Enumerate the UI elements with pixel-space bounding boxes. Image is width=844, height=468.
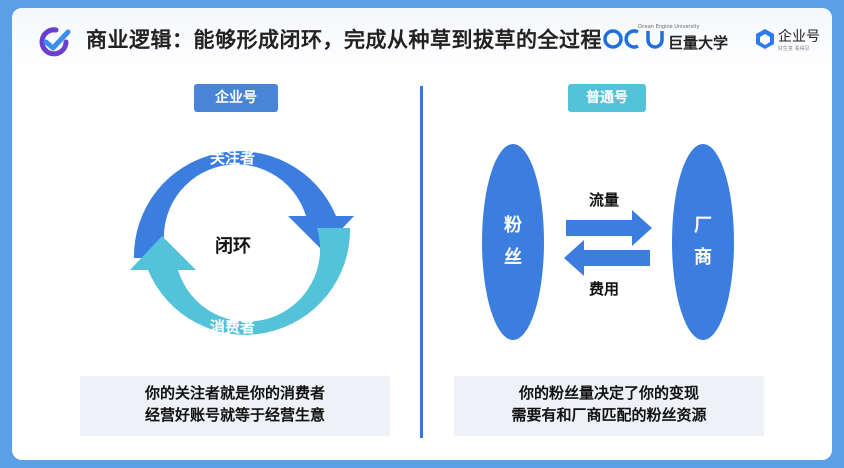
fans-ellipse <box>482 144 544 340</box>
cycle-bottom-arrow <box>130 228 351 335</box>
center-divider <box>420 86 423 438</box>
arrow-right <box>566 210 652 246</box>
tag-putonghao: 普通号 <box>568 84 646 112</box>
tag-qiyehao: 企业号 <box>194 84 278 112</box>
page-title: 商业逻辑：能够形成闭环，完成从种草到拔草的全过程 <box>86 28 602 52</box>
slide: 商业逻辑：能够形成闭环，完成从种草到拔草的全过程 Ocean Engine Un… <box>12 8 832 460</box>
arrow-left <box>564 240 650 276</box>
caption-right: 你的粉丝量决定了你的变现 需要有和厂商匹配的粉丝资源 <box>454 376 764 436</box>
brand-logo-icon <box>39 27 71 57</box>
caption-left-line2: 经营好账号就等于经营生意 <box>144 406 325 424</box>
caption-left: 你的关注者就是你的消费者 经营好账号就等于经营生意 <box>80 376 390 436</box>
flow-label: 流量 <box>589 191 620 209</box>
qiyehao-logo-icon <box>756 29 774 49</box>
brand-qiyehao: 企业号 <box>778 29 820 45</box>
brand-subtitle: Ocean Engine University <box>638 24 700 30</box>
header: 商业逻辑：能够形成闭环，完成从种草到拔草的全过程 Ocean Engine Un… <box>12 8 832 70</box>
cycle-bottom-label: 消费者 <box>210 318 256 336</box>
ocean-engine-logo-icon <box>603 29 664 49</box>
exchange-arrows <box>564 210 652 276</box>
caption-left-line1: 你的关注者就是你的消费者 <box>144 384 325 402</box>
fans-label: 粉 丝 <box>504 215 522 268</box>
cycle-diagram <box>130 151 354 335</box>
cycle-top-label: 关注者 <box>210 149 256 167</box>
brand-juliang: 巨量大学 <box>668 34 729 52</box>
vendor-ellipse <box>672 144 734 340</box>
vendor-label: 厂 商 <box>694 215 712 268</box>
brand-qiyehao-subtitle: 好生意 看得见 <box>778 46 810 52</box>
fee-label: 费用 <box>589 280 620 298</box>
caption-right-line2: 需要有和厂商匹配的粉丝资源 <box>511 406 707 424</box>
cycle-top-arrow <box>133 151 354 258</box>
caption-right-line1: 你的粉丝量决定了你的变现 <box>518 384 699 402</box>
cycle-center-label: 闭环 <box>215 236 251 257</box>
